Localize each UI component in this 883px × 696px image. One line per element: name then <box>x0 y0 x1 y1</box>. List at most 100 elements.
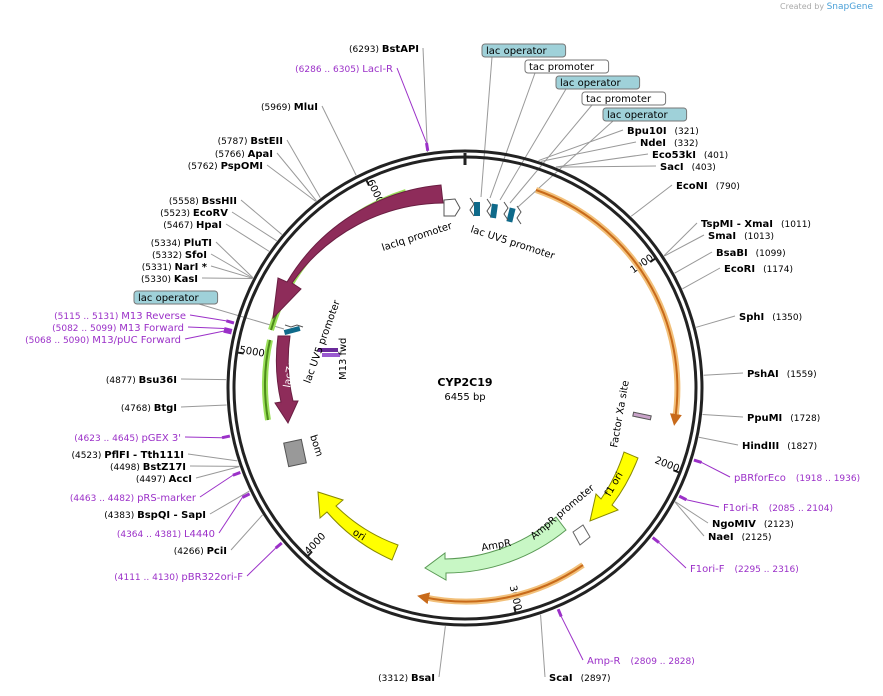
site-label-left: (4266) PciI <box>174 546 227 557</box>
plasmid-length: 6455 bp <box>444 392 485 403</box>
left-promoter-cluster <box>283 324 304 335</box>
site-leader <box>538 129 624 162</box>
top-promoter-cluster <box>469 197 522 225</box>
site-label-right: BsaBI(1099) <box>716 248 786 259</box>
primer-label: F1ori-F(2295 .. 2316) <box>690 564 799 575</box>
site-label-left: (4498) BstZ17I <box>110 462 186 473</box>
ruler-tick <box>649 257 657 263</box>
site-label-right: PpuMI(1728) <box>747 413 820 424</box>
primer-label: (5115 .. 5131) M13 Reverse <box>54 311 186 322</box>
primer-label: (4463 .. 4482) pRS-marker <box>70 493 197 504</box>
ori-feature <box>317 491 399 561</box>
site-label-right: NgoMIV(2123) <box>712 519 794 530</box>
orf-orange-bottom-core <box>417 564 584 605</box>
ampR-label: AmpR <box>481 538 512 554</box>
primer-leader <box>218 497 243 534</box>
ruler-tick <box>672 469 681 474</box>
site-leader <box>195 466 240 479</box>
snapgene-logo: SnapGene <box>826 2 873 12</box>
site-leader <box>187 453 238 462</box>
site-label-left: (5330) KasI <box>141 274 198 285</box>
site-label-left: (4877) Bsu36I <box>106 375 177 386</box>
site-label-right: ScaI(2897) <box>549 673 611 684</box>
site-leader <box>209 490 250 515</box>
site-label-left: (5787) BstEII <box>218 136 283 147</box>
site-leader <box>674 251 713 274</box>
site-leader <box>230 514 263 551</box>
site-label-right: PshAI(1559) <box>747 369 817 380</box>
site-label-right: EcoRI(1174) <box>724 264 793 275</box>
factor-xa-feature <box>632 411 652 421</box>
lac-operator-label: lac operator <box>138 293 199 304</box>
primer-mark <box>241 492 251 499</box>
bom-label: bom <box>307 434 324 459</box>
primer-mark <box>274 541 283 550</box>
orf-orange-top-core <box>535 189 682 426</box>
site-label-right: NdeI(332) <box>640 138 698 149</box>
site-leader <box>630 184 673 217</box>
lacZa-label: lacZα <box>282 359 298 389</box>
primer-leader <box>701 462 731 478</box>
plasmid-name: CYP2C19 <box>437 376 492 389</box>
site-label-left: (5558) BssHII <box>169 196 237 207</box>
lac-operator-box <box>555 75 641 90</box>
site-leader <box>240 199 283 235</box>
lacI-label: lacI <box>355 231 375 250</box>
primer-leader <box>658 542 687 569</box>
site-leader <box>674 501 709 524</box>
site-leader <box>266 164 317 202</box>
site-leader <box>210 265 253 279</box>
site-leader <box>215 241 254 279</box>
orf-green-lacZ-core <box>263 339 271 421</box>
site-leader <box>696 315 736 328</box>
site-label-right: SmaI(1013) <box>708 231 774 242</box>
ruler-label: 2000 <box>653 455 681 475</box>
site-leader <box>664 234 705 257</box>
primer-leader <box>396 67 427 144</box>
site-label-left: (4383) BspQI - SapI <box>104 510 206 521</box>
site-leader <box>663 222 698 257</box>
site-label-left: (5766) ApaI <box>215 149 273 160</box>
site-label-left: (5523) EcoRV <box>160 208 228 219</box>
lac-operator-label: lac operator <box>560 78 621 89</box>
site-label-left: (5331) NarI * <box>142 262 208 273</box>
site-label-right: SacI(403) <box>660 162 716 173</box>
primer-mark <box>223 329 232 335</box>
site-leader <box>703 372 744 376</box>
site-leader <box>276 152 317 202</box>
lacI-feature <box>272 184 444 320</box>
box-leader <box>499 88 567 201</box>
site-label-left: (3312) BsaI <box>378 673 435 684</box>
box-leader <box>517 120 614 208</box>
primer-mark <box>693 458 703 464</box>
site-label-right: SphI(1350) <box>739 312 802 323</box>
site-leader <box>225 223 270 252</box>
primer-mark <box>556 608 563 618</box>
tac-promoter-label: tac promoter <box>586 94 652 105</box>
ruler-tick <box>513 606 517 614</box>
lacZa-feature <box>274 335 299 425</box>
primer-label: (4364 .. 4381) L4440 <box>117 529 215 540</box>
site-leader <box>210 253 254 279</box>
primer-mark <box>221 434 231 440</box>
site-leader <box>556 165 657 168</box>
site-label-right: Eco53kI(401) <box>652 150 728 161</box>
site-leader <box>438 626 446 678</box>
ruler-tick <box>306 550 313 558</box>
primer-label: (5082 .. 5099) M13 Forward <box>52 323 184 334</box>
primer-label: (4623 .. 4645) pGEX 3' <box>74 433 181 444</box>
primer-label: pBRforEco(1918 .. 1936) <box>734 473 860 484</box>
credit-line: Created by SnapGene <box>780 2 873 12</box>
factor-xa-label: Factor Xa site <box>609 380 632 449</box>
m13-fwd-marker <box>318 348 340 357</box>
primer-label: F1ori-R(2085 .. 2104) <box>723 503 833 514</box>
credit-prefix: Created by <box>780 2 825 11</box>
lac-operator-box <box>481 43 567 58</box>
ruler-label: 5000 <box>239 345 266 360</box>
site-leader <box>231 211 277 242</box>
site-label-left: (4768) BtgI <box>121 403 177 414</box>
box-leader <box>509 104 593 204</box>
tac-promoter-box <box>581 91 667 106</box>
lac-uv5-promoter-label: lac UV5 promoter <box>469 224 557 262</box>
